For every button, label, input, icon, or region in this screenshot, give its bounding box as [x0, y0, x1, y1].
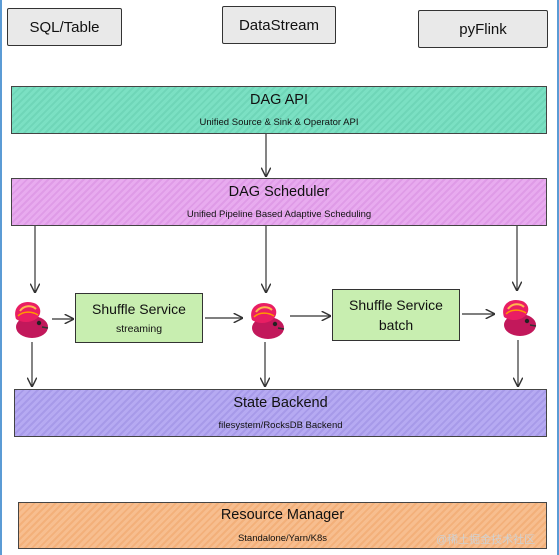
- dag-api-title: DAG API: [249, 91, 309, 108]
- pyflink-box: pyFlink: [418, 10, 548, 48]
- state-backend-subtitle: filesystem/RocksDB Backend: [218, 420, 343, 432]
- datastream-label: DataStream: [238, 16, 320, 34]
- flink-squirrel-icon: [15, 301, 49, 338]
- dag-scheduler-title: DAG Scheduler: [228, 183, 330, 200]
- shuffle-service-streaming: Shuffle Service streaming: [75, 293, 203, 343]
- frame-right-border: [557, 0, 559, 555]
- shuffle-streaming-subtitle: streaming: [115, 323, 163, 335]
- frame-left-border: [0, 0, 2, 555]
- shuffle-streaming-title: Shuffle Service: [92, 301, 186, 317]
- resource-manager-layer: Resource Manager Standalone/Yarn/K8s: [18, 502, 547, 549]
- resource-manager-subtitle: Standalone/Yarn/K8s: [237, 532, 328, 544]
- pyflink-label: pyFlink: [459, 20, 507, 38]
- dag-api-subtitle: Unified Source & Sink & Operator API: [199, 117, 359, 129]
- flink-squirrel-icon: [251, 302, 285, 339]
- shuffle-batch-subtitle: batch: [378, 317, 414, 333]
- sql-table-box: SQL/Table: [7, 8, 122, 46]
- sql-table-label: SQL/Table: [29, 18, 100, 36]
- dag-scheduler-layer: DAG Scheduler Unified Pipeline Based Ada…: [11, 178, 547, 226]
- datastream-box: DataStream: [222, 6, 336, 44]
- dag-api-layer: DAG API Unified Source & Sink & Operator…: [11, 86, 547, 134]
- watermark: @稀土掘金技术社区: [436, 534, 536, 546]
- shuffle-batch-title: Shuffle Service: [349, 297, 443, 313]
- dag-scheduler-subtitle: Unified Pipeline Based Adaptive Scheduli…: [186, 209, 372, 221]
- state-backend-layer: State Backend filesystem/RocksDB Backend: [14, 389, 547, 437]
- resource-manager-title: Resource Manager: [220, 507, 345, 524]
- state-backend-title: State Backend: [233, 394, 328, 411]
- shuffle-service-batch: Shuffle Service batch: [332, 289, 460, 341]
- flink-squirrel-icon: [503, 299, 537, 336]
